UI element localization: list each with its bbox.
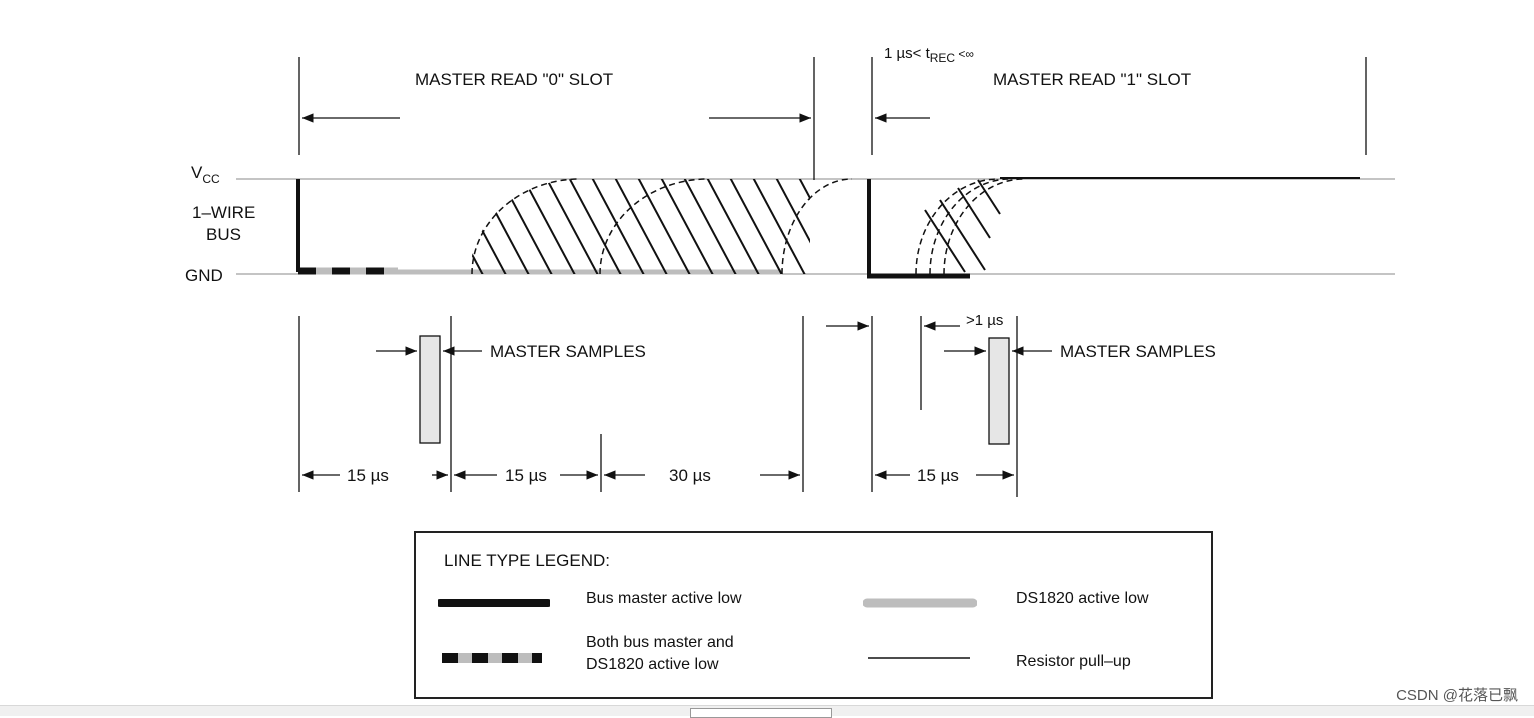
bottom-toolbar <box>0 705 1534 718</box>
dim15a-label: 15 µs <box>347 466 389 485</box>
vcc-label: VCC <box>191 163 220 186</box>
legend-both-line2: DS1820 active low <box>586 656 719 673</box>
dim15b-label: 15 µs <box>505 466 547 485</box>
rise-curve-1c <box>943 178 1025 275</box>
master-samples-label-1: MASTER SAMPLES <box>1060 342 1216 361</box>
bus-master-line-sample <box>438 599 550 607</box>
gt1us-label: >1 µs <box>966 312 1003 329</box>
dim30-label: 30 µs <box>669 466 711 485</box>
rise-curve-1b <box>929 178 1011 275</box>
read1-slot-label: MASTER READ "1" SLOT <box>993 70 1191 89</box>
legend-title: LINE TYPE LEGEND: <box>444 551 610 570</box>
gnd-label: GND <box>185 266 223 285</box>
ds1820-line-sample <box>863 598 977 608</box>
rise-curve-0c <box>781 178 853 275</box>
both-line-sample <box>442 653 542 663</box>
watermark: CSDN @花落已飘 <box>1396 687 1518 704</box>
sample-box-0 <box>419 335 441 444</box>
master-samples-label-0: MASTER SAMPLES <box>490 342 646 361</box>
hatch-region-1 <box>924 179 1001 273</box>
pullup-line-sample <box>868 657 970 659</box>
dim15c-label: 15 µs <box>917 466 959 485</box>
legend-both-line1: Both bus master and <box>586 634 734 651</box>
legend-ds1820-label: DS1820 active low <box>1016 590 1149 607</box>
toolbar-input[interactable] <box>690 708 832 718</box>
legend-pullup-label: Resistor pull–up <box>1016 653 1131 670</box>
trec-label: 1 µs< tREC <∞ <box>884 45 974 65</box>
read0-slot-label: MASTER READ "0" SLOT <box>415 70 613 89</box>
bus-label-2: BUS <box>206 225 241 244</box>
bus-label-1: 1–WIRE <box>192 203 255 222</box>
legend-both-label: Both bus master and DS1820 active low <box>586 632 734 676</box>
line-type-legend: LINE TYPE LEGEND: Bus master active low … <box>414 531 1213 699</box>
sample-box-1 <box>988 337 1010 445</box>
legend-bus-master-label: Bus master active low <box>586 590 742 607</box>
rise-curve-1a <box>915 178 999 275</box>
